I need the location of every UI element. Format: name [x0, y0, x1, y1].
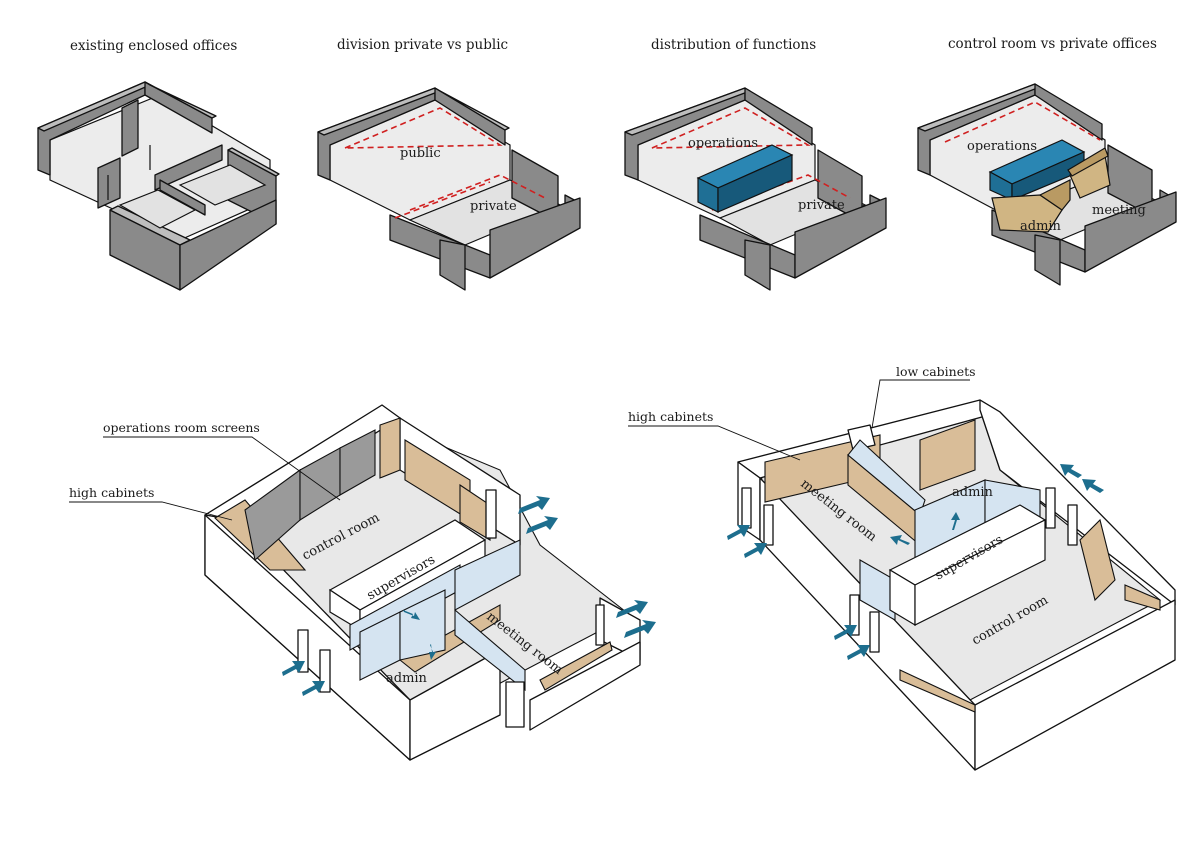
plan-left: control room supervisors meeting room ad…	[69, 404, 656, 761]
label-meeting: meeting	[1092, 203, 1146, 218]
label-private-2: private	[798, 198, 845, 213]
panel-division: public private	[317, 87, 581, 291]
annotation-low-cabinets: low cabinets	[896, 364, 976, 379]
annotation-high-cabinets-left: high cabinets	[69, 485, 154, 500]
label-public: public	[400, 146, 441, 161]
title-existing-offices: existing enclosed offices	[70, 38, 237, 54]
title-division: division private vs public	[337, 37, 508, 53]
annotation-high-cabinets-right: high cabinets	[628, 409, 713, 424]
title-control-vs-private: control room vs private offices	[948, 36, 1157, 52]
label-admin-2: admin	[386, 671, 428, 686]
title-distribution: distribution of functions	[651, 37, 816, 53]
panel-distribution: operations private	[624, 87, 887, 291]
label-operations-2: operations	[967, 139, 1037, 154]
panel-existing-offices	[37, 81, 280, 291]
label-operations-1: operations	[688, 136, 758, 151]
label-admin-1: admin	[1020, 219, 1062, 234]
plan-right: meeting room admin supervisors control r…	[628, 364, 1176, 771]
label-private: private	[470, 199, 517, 214]
panel-control-vs-private: operations admin meeting	[917, 83, 1177, 286]
annotation-operations-screens: operations room screens	[103, 420, 260, 435]
label-admin-3: admin	[952, 485, 994, 500]
